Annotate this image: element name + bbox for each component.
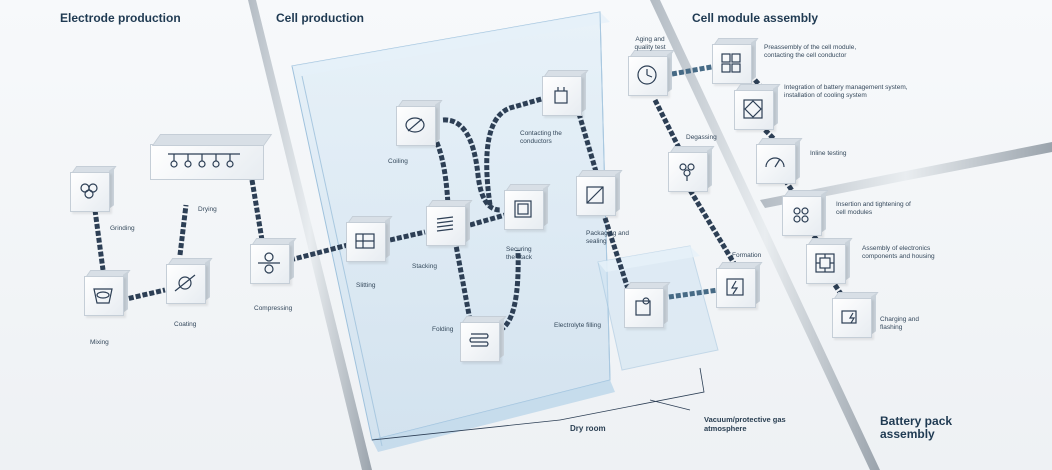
bms-station [734, 84, 781, 130]
mixing-icon [93, 288, 113, 304]
formation-icon [726, 278, 744, 296]
contacting-station [542, 70, 589, 116]
coiling-icon [405, 117, 425, 133]
label-compressing: Compressing [254, 305, 293, 312]
bms-icon [743, 99, 763, 119]
label-formation: Formation [732, 252, 762, 259]
electronics-icon [815, 253, 835, 273]
divider-right [650, 0, 880, 470]
packaging-station [576, 170, 623, 216]
section-cell-title: Cell production [276, 11, 364, 25]
label-drying: Drying [198, 206, 217, 213]
formation-station [716, 262, 763, 308]
section-pack-title: Battery pack assembly [880, 414, 953, 441]
callout-lines [371, 367, 705, 441]
label-grinding: Grinding [110, 225, 135, 232]
insertion-icon [793, 207, 809, 223]
divider-pack [760, 142, 1052, 208]
compressing-icon [258, 252, 280, 274]
label-coiling: Coiling [388, 158, 408, 165]
electrolyte-icon [635, 297, 651, 316]
label-stacking: Stacking [412, 263, 437, 270]
preassembly-icon [721, 53, 741, 73]
label-securing: Securing the stack [506, 246, 533, 261]
slitting-station [346, 216, 393, 262]
gauge-icon [765, 157, 785, 168]
drying-station [150, 134, 273, 180]
folding-icon [469, 333, 489, 347]
section-module-title: Cell module assembly [692, 11, 819, 25]
aging-station [628, 50, 675, 96]
inline-testing-station [756, 138, 803, 184]
label-vacuum: Vacuum/protective gas atmosphere [704, 415, 786, 433]
drying-icon [168, 153, 240, 168]
label-electrolyte: Electrolyte filling [554, 322, 601, 329]
label-electronics: Assembly of electronics components and h… [862, 245, 935, 260]
label-dry-room: Dry room [570, 424, 606, 433]
grinding-icon [80, 183, 98, 199]
securing-station [504, 184, 551, 230]
divider-left [248, 0, 372, 470]
coating-station [166, 258, 213, 304]
degassing-icon [679, 163, 695, 181]
preassembly-station [712, 38, 759, 84]
stacking-station [426, 200, 473, 246]
label-preassembly: Preassembly of the cell module, contacti… [764, 44, 857, 59]
contacting-icon [554, 87, 568, 104]
coiling-station [396, 100, 443, 146]
charging-icon [841, 310, 857, 324]
slitting-icon [355, 233, 375, 249]
conveyors [92, 78, 848, 333]
section-electrode-title: Electrode production [60, 11, 181, 25]
label-mixing: Mixing [90, 339, 109, 346]
label-coating: Coating [174, 321, 197, 328]
label-inline: Inline testing [810, 150, 847, 157]
charging-station [832, 292, 879, 338]
degassing-station [668, 146, 715, 192]
packaging-icon [586, 186, 604, 204]
insertion-station [782, 190, 829, 236]
electronics-station [806, 238, 853, 284]
label-packaging: Packaging and sealing [586, 230, 630, 245]
label-insertion: Insertion and tightening of cell modules [836, 201, 911, 216]
label-charging: Charging and flashing [880, 316, 920, 331]
aging-icon [637, 65, 657, 85]
label-contacting: Contacting the conductors [520, 130, 562, 145]
compressing-station [250, 238, 297, 284]
electrolyte-station [624, 282, 671, 328]
label-folding: Folding [432, 326, 454, 333]
label-slitting: Slitting [356, 282, 376, 289]
grinding-station [70, 166, 117, 212]
label-degassing: Degassing [686, 134, 717, 141]
stacking-icon [436, 216, 454, 232]
conveyors-light [661, 63, 719, 301]
label-bms: Integration of battery management system… [784, 84, 908, 99]
folding-station [460, 316, 507, 362]
securing-icon [514, 200, 532, 218]
coating-icon [174, 274, 196, 292]
mixing-station [84, 270, 131, 316]
label-aging: Aging and quality test [634, 36, 666, 51]
